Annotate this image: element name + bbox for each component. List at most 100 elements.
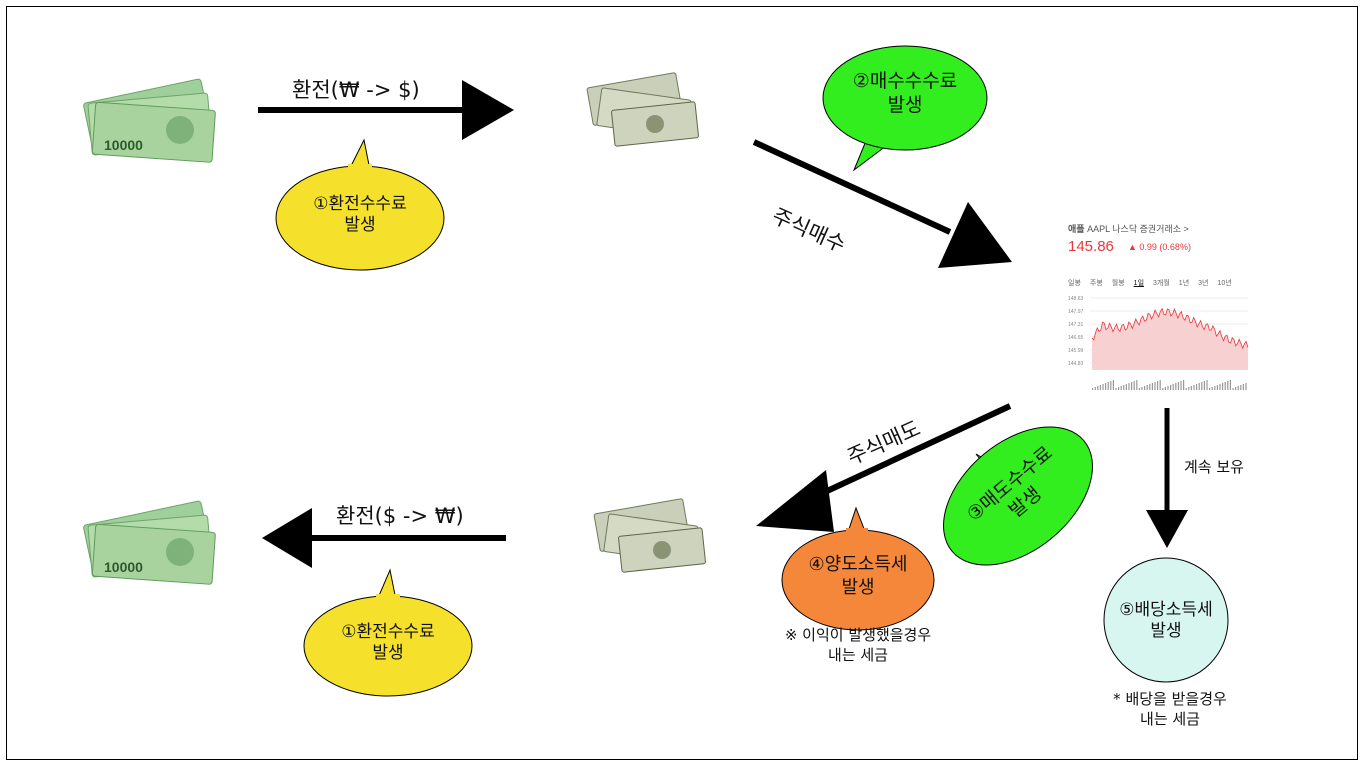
- stock-volume-bar: [1229, 380, 1231, 390]
- stock-volume-bar: [1183, 380, 1185, 390]
- stock-volume-bar: [1201, 382, 1203, 390]
- stock-volume-bar: [1099, 385, 1101, 390]
- stock-tab-1[interactable]: 주봉: [1089, 280, 1103, 287]
- stock-y-tick: 148.63: [1068, 296, 1084, 302]
- stock-volume-bar: [1120, 386, 1122, 390]
- stock-volume-bar: [1115, 388, 1117, 390]
- stock-volume-bar: [1214, 386, 1216, 390]
- stock-tab-2[interactable]: 월봉: [1111, 280, 1125, 287]
- stock-tab-0[interactable]: 일봉: [1068, 280, 1081, 287]
- stock-volume-bar: [1118, 387, 1120, 390]
- stock-volume-bar: [1245, 383, 1247, 390]
- stock-volume-bar: [1188, 387, 1190, 390]
- stock-volume-bar: [1170, 385, 1172, 390]
- stock-volume-bar: [1209, 388, 1211, 390]
- stock-y-tick: 144.83: [1068, 361, 1084, 367]
- fx-fee-bubble-top: [275, 138, 445, 271]
- dividend-tax-text: ⑤배당소득세 발생: [1119, 600, 1213, 642]
- stock-volume-bar: [1206, 380, 1208, 390]
- stock-volume-bar: [1211, 387, 1213, 390]
- fx-fee-top-text: ①환전수수료 발생: [313, 194, 407, 236]
- stock-tab-5[interactable]: 1년: [1178, 280, 1190, 287]
- stock-change: ▲ 0.99 (0.68%): [1128, 242, 1191, 252]
- exchange-to-usd-arrow: [258, 80, 514, 140]
- fx-fee-bottom-text: ①환전수수료 발생: [341, 622, 435, 664]
- stock-volume-bar: [1193, 385, 1195, 390]
- stock-volume-bar: [1162, 388, 1164, 390]
- stock-volume-bar: [1128, 383, 1130, 390]
- buy-fee-bubble: [822, 45, 988, 172]
- stock-price-area: [1092, 308, 1248, 370]
- stock-volume-bar: [1110, 381, 1112, 390]
- stock-volume-bar: [1227, 381, 1229, 390]
- krw-banknotes-icon: 10000: [83, 78, 216, 163]
- stock-volume-bar: [1175, 383, 1177, 390]
- capital-gains-tax-bubble: [781, 506, 935, 631]
- stock-volume-bar: [1105, 383, 1107, 390]
- stock-tab-4[interactable]: 3개월: [1153, 280, 1170, 287]
- stock-volume-bar: [1190, 386, 1192, 390]
- stock-volume-bar: [1159, 380, 1161, 390]
- svg-text:10000: 10000: [104, 559, 143, 575]
- stock-header: 애플 AAPL 나스닥 증권거래소 >: [1068, 222, 1189, 235]
- stock-volume-bar: [1123, 385, 1125, 390]
- stock-y-tick: 145.99: [1068, 348, 1084, 354]
- exchange-to-krw-arrow: [262, 508, 506, 568]
- stock-volume-bar: [1232, 388, 1234, 390]
- stock-volume-bar: [1112, 380, 1114, 390]
- stock-period-tabs: 일봉 주봉 월봉 1일 3개월 1년 3년 10년: [1068, 278, 1232, 288]
- dividend-tax-bubble: [1103, 557, 1229, 683]
- stock-volume-bar: [1141, 387, 1143, 390]
- usd-banknotes-icon: [586, 72, 699, 147]
- stock-volume-bar: [1131, 382, 1133, 390]
- stock-price-line: [1091, 307, 1249, 350]
- fx-fee-bubble-bottom: [303, 568, 473, 697]
- stock-volume-bar: [1224, 382, 1226, 390]
- buy-stock-arrow: [752, 139, 1012, 268]
- stock-volume-bar: [1154, 382, 1156, 390]
- stock-volume-bar: [1144, 386, 1146, 390]
- buy-fee-text: ②매수수수료 발생: [852, 70, 958, 116]
- keep-holding-arrow: [1146, 408, 1188, 548]
- stock-y-tick: 147.31: [1068, 322, 1084, 328]
- stock-tab-7[interactable]: 10년: [1217, 280, 1232, 287]
- stock-price: 145.86: [1068, 238, 1114, 255]
- exchange-to-usd-label: 환전(₩ -> $): [292, 78, 420, 102]
- stock-tab-3[interactable]: 1일: [1133, 280, 1145, 287]
- stock-volume-bar: [1240, 385, 1242, 390]
- stock-volume-bar: [1196, 384, 1198, 390]
- stock-volume-bar: [1151, 383, 1153, 390]
- stock-volume-bar: [1235, 387, 1237, 390]
- stock-volume-bar: [1107, 382, 1109, 390]
- stock-volume-bar: [1242, 384, 1244, 390]
- stock-volume-bar: [1138, 388, 1140, 390]
- capital-gains-tax-text: ④양도소득세 발생: [808, 554, 908, 598]
- stock-tab-6[interactable]: 3년: [1198, 280, 1209, 287]
- keep-holding-label: 계속 보유: [1184, 458, 1244, 476]
- stock-volume-bar: [1157, 381, 1159, 390]
- stock-volume-bar: [1092, 388, 1094, 390]
- stock-volume-bar: [1125, 384, 1127, 390]
- capital-gains-note: ※ 이익이 발생했을경우 내는 세금: [784, 626, 932, 664]
- stock-volume-bar: [1203, 381, 1205, 390]
- stock-volume-bar: [1097, 386, 1099, 390]
- diagram-frame: [6, 6, 1358, 760]
- stock-volume-bar: [1222, 383, 1224, 390]
- dividend-note: * 배당을 받을경우 내는 세금: [1113, 690, 1227, 728]
- stock-ticker: AAPL: [1087, 224, 1110, 234]
- usd-banknotes-icon: [593, 498, 706, 573]
- stock-volume-bar: [1149, 384, 1151, 390]
- sell-fee-bubble: [943, 426, 1093, 566]
- stock-volume-bar: [1216, 385, 1218, 390]
- stock-volume-bar: [1172, 384, 1174, 390]
- svg-text:10000: 10000: [104, 137, 143, 153]
- stock-name: 애플: [1068, 224, 1085, 234]
- stock-volume-bar: [1185, 388, 1187, 390]
- stock-volume-bar: [1164, 387, 1166, 390]
- stock-volume-bar: [1094, 387, 1096, 390]
- sell-stock-arrow: [756, 403, 1012, 532]
- stock-volume-bar: [1219, 384, 1221, 390]
- stock-volume-bar: [1146, 385, 1148, 390]
